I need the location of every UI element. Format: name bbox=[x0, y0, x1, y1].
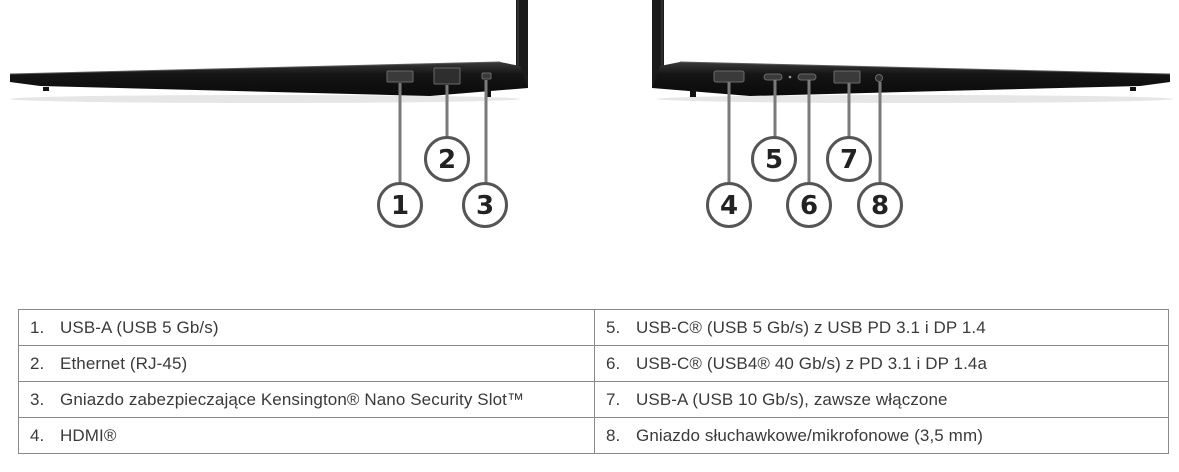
callout-2: 2 bbox=[424, 136, 470, 182]
port-description: USB-C® (USB4® 40 Gb/s) z PD 3.1 i DP 1.4… bbox=[636, 353, 988, 373]
callout-4-label: 4 bbox=[720, 191, 738, 221]
port-number: 5. bbox=[606, 317, 621, 337]
port-number: 3. bbox=[30, 389, 45, 409]
callout-3-label: 3 bbox=[476, 191, 494, 221]
usb-a-10g-port-icon bbox=[833, 70, 861, 84]
callout-6-label: 6 bbox=[800, 191, 818, 221]
laptop-ports-diagram: 1 2 3 4 5 6 7 8 bbox=[9, 0, 1173, 228]
port-cell: 1. USB-A (USB 5 Gb/s) bbox=[18, 309, 595, 346]
callout-leader-lines bbox=[398, 80, 882, 183]
laptop-left-side-view bbox=[9, 0, 528, 103]
callout-8-label: 8 bbox=[871, 191, 889, 221]
port-number: 4. bbox=[30, 425, 45, 445]
port-description: USB-A (USB 10 Gb/s), zawsze włączone bbox=[636, 389, 948, 409]
callout-3: 3 bbox=[462, 182, 508, 228]
port-cell: 8. Gniazdo słuchawkowe/mikrofonowe (3,5 m… bbox=[594, 417, 1169, 454]
callout-4: 4 bbox=[706, 182, 752, 228]
callout-7-label: 7 bbox=[840, 145, 858, 175]
security-slot-icon bbox=[481, 72, 492, 80]
callout-7: 7 bbox=[826, 136, 872, 182]
port-cell: 6. USB-C® (USB4® 40 Gb/s) z PD 3.1 i DP 1… bbox=[594, 345, 1169, 382]
port-description: USB-A (USB 5 Gb/s) bbox=[60, 317, 219, 337]
port-number: 1. bbox=[30, 317, 45, 337]
table-row: 4. HDMI® 8. Gniazdo słuchawkowe/mikrofonow… bbox=[18, 417, 1169, 454]
port-number: 2. bbox=[30, 353, 45, 373]
ethernet-port-icon bbox=[433, 67, 461, 85]
port-description: USB-C® (USB 5 Gb/s) z USB PD 3.1 i DP 1.… bbox=[636, 317, 986, 337]
audio-jack-icon bbox=[875, 74, 883, 82]
hdmi-port-icon bbox=[713, 70, 745, 83]
table-row: 2. Ethernet (RJ-45) 6. USB-C® (USB4® 40 Gb… bbox=[18, 345, 1169, 382]
usb-a-port-icon bbox=[386, 70, 414, 83]
callout-2-label: 2 bbox=[438, 145, 456, 175]
port-description: Ethernet (RJ-45) bbox=[60, 353, 188, 373]
port-cell: 5. USB-C® (USB 5 Gb/s) z USB PD 3.1 i DP … bbox=[594, 309, 1169, 346]
usb4-port-icon bbox=[797, 73, 817, 81]
port-description: Gniazdo zabezpieczające Kensington® Nano… bbox=[60, 389, 525, 409]
port-number: 7. bbox=[606, 389, 621, 409]
port-cell: 7. USB-A (USB 10 Gb/s), zawsze włączone bbox=[594, 381, 1169, 418]
port-cell: 2. Ethernet (RJ-45) bbox=[18, 345, 595, 382]
port-description: Gniazdo słuchawkowe/mikrofonowe (3,5 mm) bbox=[636, 425, 983, 445]
callout-8: 8 bbox=[857, 182, 903, 228]
port-description: HDMI® bbox=[60, 425, 117, 445]
callout-5: 5 bbox=[751, 136, 797, 182]
callout-6: 6 bbox=[786, 182, 832, 228]
port-number: 8. bbox=[606, 425, 621, 445]
callout-1-label: 1 bbox=[391, 191, 409, 221]
port-cell: 3. Gniazdo zabezpieczające Kensington® Na… bbox=[18, 381, 595, 418]
table-row: 1. USB-A (USB 5 Gb/s) 5. USB-C® (USB 5 Gb/… bbox=[18, 309, 1169, 346]
callout-1: 1 bbox=[377, 182, 423, 228]
table-row: 3. Gniazdo zabezpieczające Kensington® Na… bbox=[18, 381, 1169, 418]
port-cell: 4. HDMI® bbox=[18, 417, 595, 454]
port-number: 6. bbox=[606, 353, 621, 373]
ports-legend-table: 1. USB-A (USB 5 Gb/s) 5. USB-C® (USB 5 Gb/… bbox=[18, 309, 1169, 454]
usb-c-port-icon bbox=[763, 73, 783, 81]
laptop-right-side-view bbox=[652, 0, 1173, 103]
callout-5-label: 5 bbox=[765, 145, 783, 175]
